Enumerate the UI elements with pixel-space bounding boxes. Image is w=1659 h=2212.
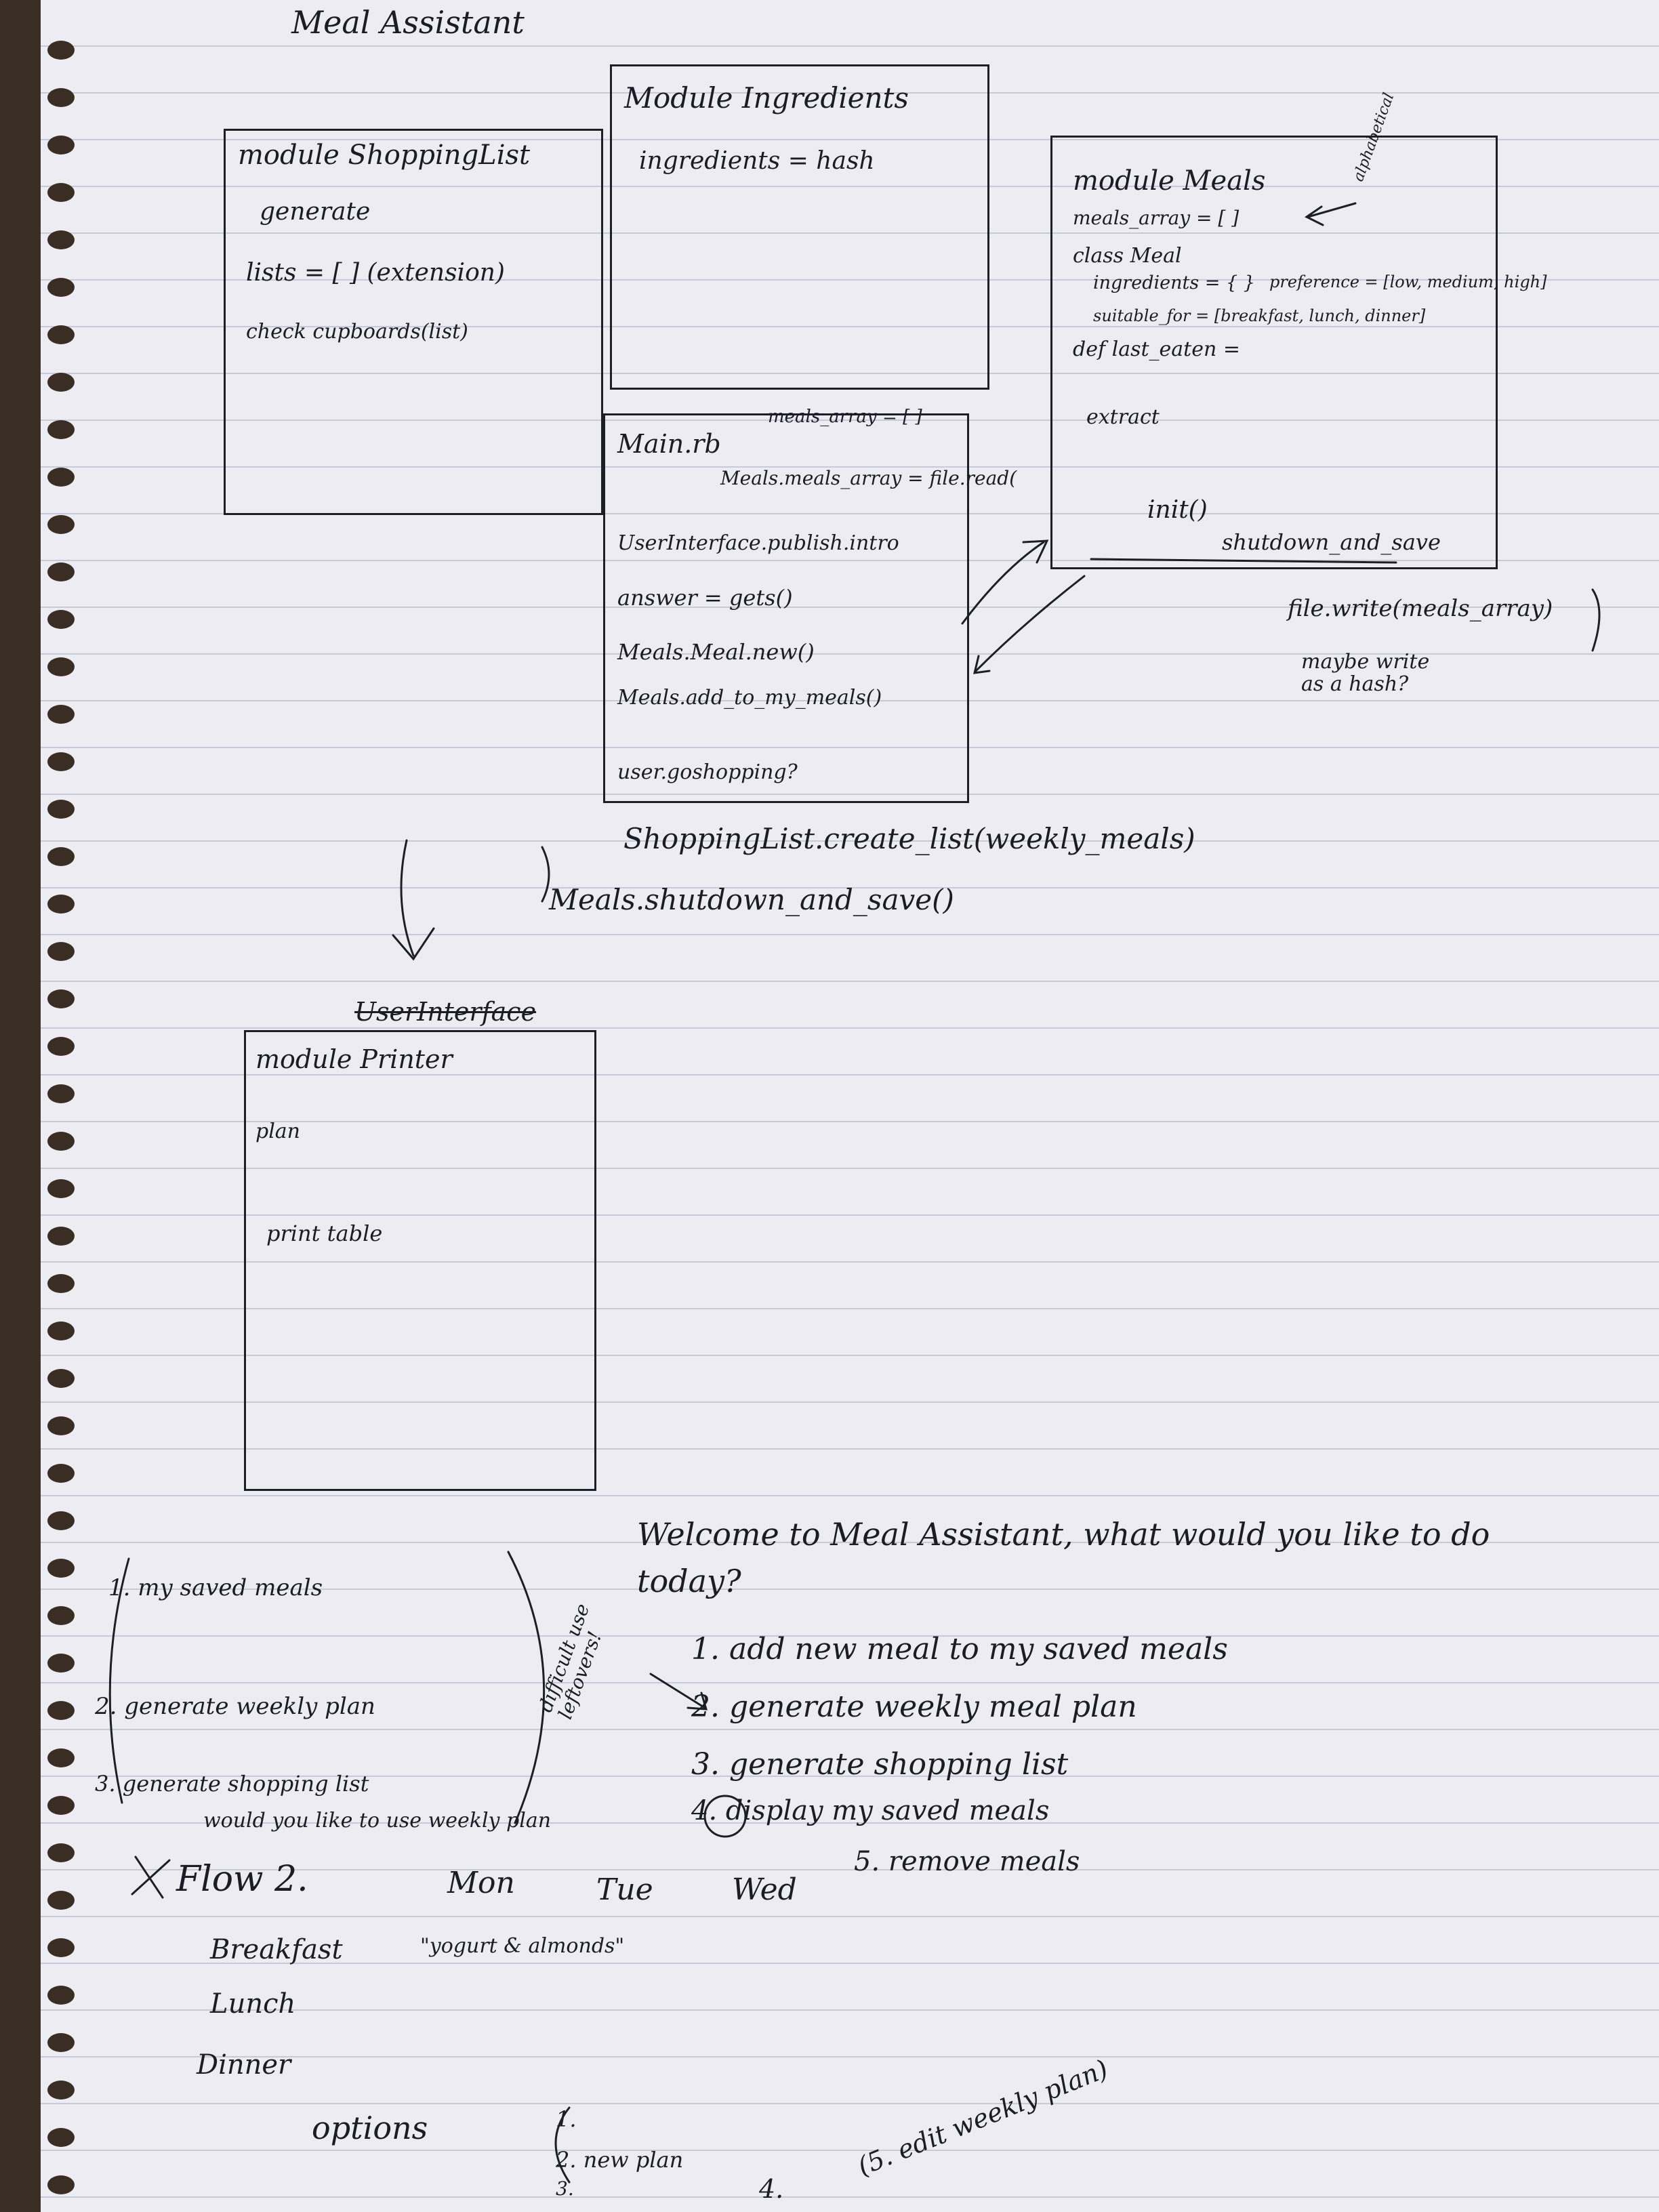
meals-line: extract xyxy=(1086,405,1160,429)
flow-example: "yogurt & almonds" xyxy=(420,1934,625,1958)
flow-meal: Lunch xyxy=(210,1988,296,2020)
page-title: Meal Assistant xyxy=(291,4,525,41)
main-line: answer = gets() xyxy=(617,585,793,611)
ruled-lines xyxy=(41,0,1659,2212)
meals-line: class Meal xyxy=(1073,244,1182,268)
meals-module-header: module Meals xyxy=(1073,165,1266,197)
arrow-to-menu xyxy=(649,1673,708,1711)
menu-option: 2. generate weekly meal plan xyxy=(691,1689,1137,1724)
left-list-item: 3. generate shopping list xyxy=(95,1771,369,1797)
left-list-bracket xyxy=(108,1557,130,1804)
flow-label: Flow 2. xyxy=(176,1859,308,1900)
menu-option: 4. display my saved meals xyxy=(691,1795,1050,1826)
arrow-meals-to-main xyxy=(973,575,1086,674)
file-write-note: file.write(meals_array) xyxy=(1288,595,1553,622)
printer-crossed-label: UserInterface xyxy=(354,997,537,1027)
left-list-bracket-right xyxy=(507,1551,546,1824)
printer-module-header: module Printer xyxy=(255,1044,453,1074)
options-item: 4. xyxy=(759,2174,784,2204)
meals-line: init() xyxy=(1147,496,1208,524)
shopping-list-module-box: module ShoppingList generate lists = [ ]… xyxy=(224,129,603,515)
file-write-note-2: maybe write as a hash? xyxy=(1301,650,1430,696)
notebook-page: Meal Assistant module ShoppingList gener… xyxy=(41,0,1659,2212)
meals-line: def last_eaten = xyxy=(1073,337,1240,361)
printer-line: plan xyxy=(255,1120,301,1143)
meals-line: shutdown_and_save xyxy=(1222,529,1441,555)
brace-main-calls xyxy=(541,846,550,903)
main-after-line: ShoppingList.create_list(weekly_meals) xyxy=(623,822,1195,855)
menu-option: 3. generate shopping list xyxy=(691,1747,1069,1782)
file-write-bracket xyxy=(1591,588,1601,652)
pen-strokes xyxy=(108,202,1601,2184)
option-four-circle xyxy=(703,1795,747,1838)
shopping-line: generate xyxy=(260,198,371,226)
ingredients-line: ingredients = hash xyxy=(639,147,875,175)
options-label: options xyxy=(312,2110,428,2146)
flow-mark xyxy=(131,1856,171,1899)
main-line: user.goshopping? xyxy=(617,760,798,784)
shopping-line: lists = [ ] (extension) xyxy=(246,259,505,287)
flow-day: Tue xyxy=(596,1872,653,1907)
menu-option: 1. add new meal to my saved meals xyxy=(691,1632,1228,1666)
meals-arrow xyxy=(1305,202,1357,226)
meals-line: preference = [low, medium, high] xyxy=(1269,272,1547,291)
meals-module-box: module Meals meals_array = [ ] class Mea… xyxy=(1050,91,1547,569)
options-brace xyxy=(554,2106,571,2184)
main-top-note: meals_array = [ ] xyxy=(768,407,922,427)
shopping-module-header: module ShoppingList xyxy=(238,140,531,171)
menu-welcome: Welcome to Meal Assistant, what would yo… xyxy=(637,1516,1490,1599)
main-line: Meals.add_to_my_meals() xyxy=(617,686,882,710)
main-module-box: meals_array = [ ] Main.rb Meals.meals_ar… xyxy=(603,407,1017,803)
main-line: UserInterface.publish.intro xyxy=(617,531,899,555)
flow-day: Wed xyxy=(732,1872,797,1907)
torn-edge-holes xyxy=(41,0,81,2212)
arrow-main-to-meals xyxy=(961,539,1049,625)
main-after-line: Meals.shutdown_and_save() xyxy=(549,883,954,916)
flow-day: Mon xyxy=(447,1866,515,1900)
left-list-item: 2. generate weekly plan xyxy=(95,1693,375,1720)
left-list-item: would you like to use weekly plan xyxy=(203,1809,552,1832)
main-line: Meals.meals_array = file.read( xyxy=(720,467,1017,489)
shopping-line: check cupboards(list) xyxy=(246,320,468,344)
printer-module-box: module Printer UserInterface plan print … xyxy=(244,998,596,1491)
ingredients-module-header: Module Ingredients xyxy=(624,81,909,115)
left-list-item: 1. my saved meals xyxy=(108,1574,323,1601)
ingredients-module-box: Module Ingredients ingredients = hash xyxy=(610,64,989,390)
options-item: 2. new plan xyxy=(556,2147,684,2173)
flow-meal: Dinner xyxy=(197,2049,291,2081)
flow-meal: Breakfast xyxy=(210,1934,343,1965)
options-item: 3. xyxy=(556,2177,574,2200)
meals-line: ingredients = { } xyxy=(1093,272,1255,293)
underline-shutdown xyxy=(1090,558,1397,564)
main-line: Meals.Meal.new() xyxy=(617,639,815,665)
arrow-to-printer xyxy=(392,839,435,961)
meals-line: suitable_for = [breakfast, lunch, dinner… xyxy=(1093,306,1426,325)
menu-option: 5. remove meals xyxy=(854,1846,1080,1877)
meals-line: meals_array = [ ] xyxy=(1073,207,1240,229)
main-module-header: Main.rb xyxy=(617,429,721,459)
printer-line: print table xyxy=(266,1221,383,1246)
